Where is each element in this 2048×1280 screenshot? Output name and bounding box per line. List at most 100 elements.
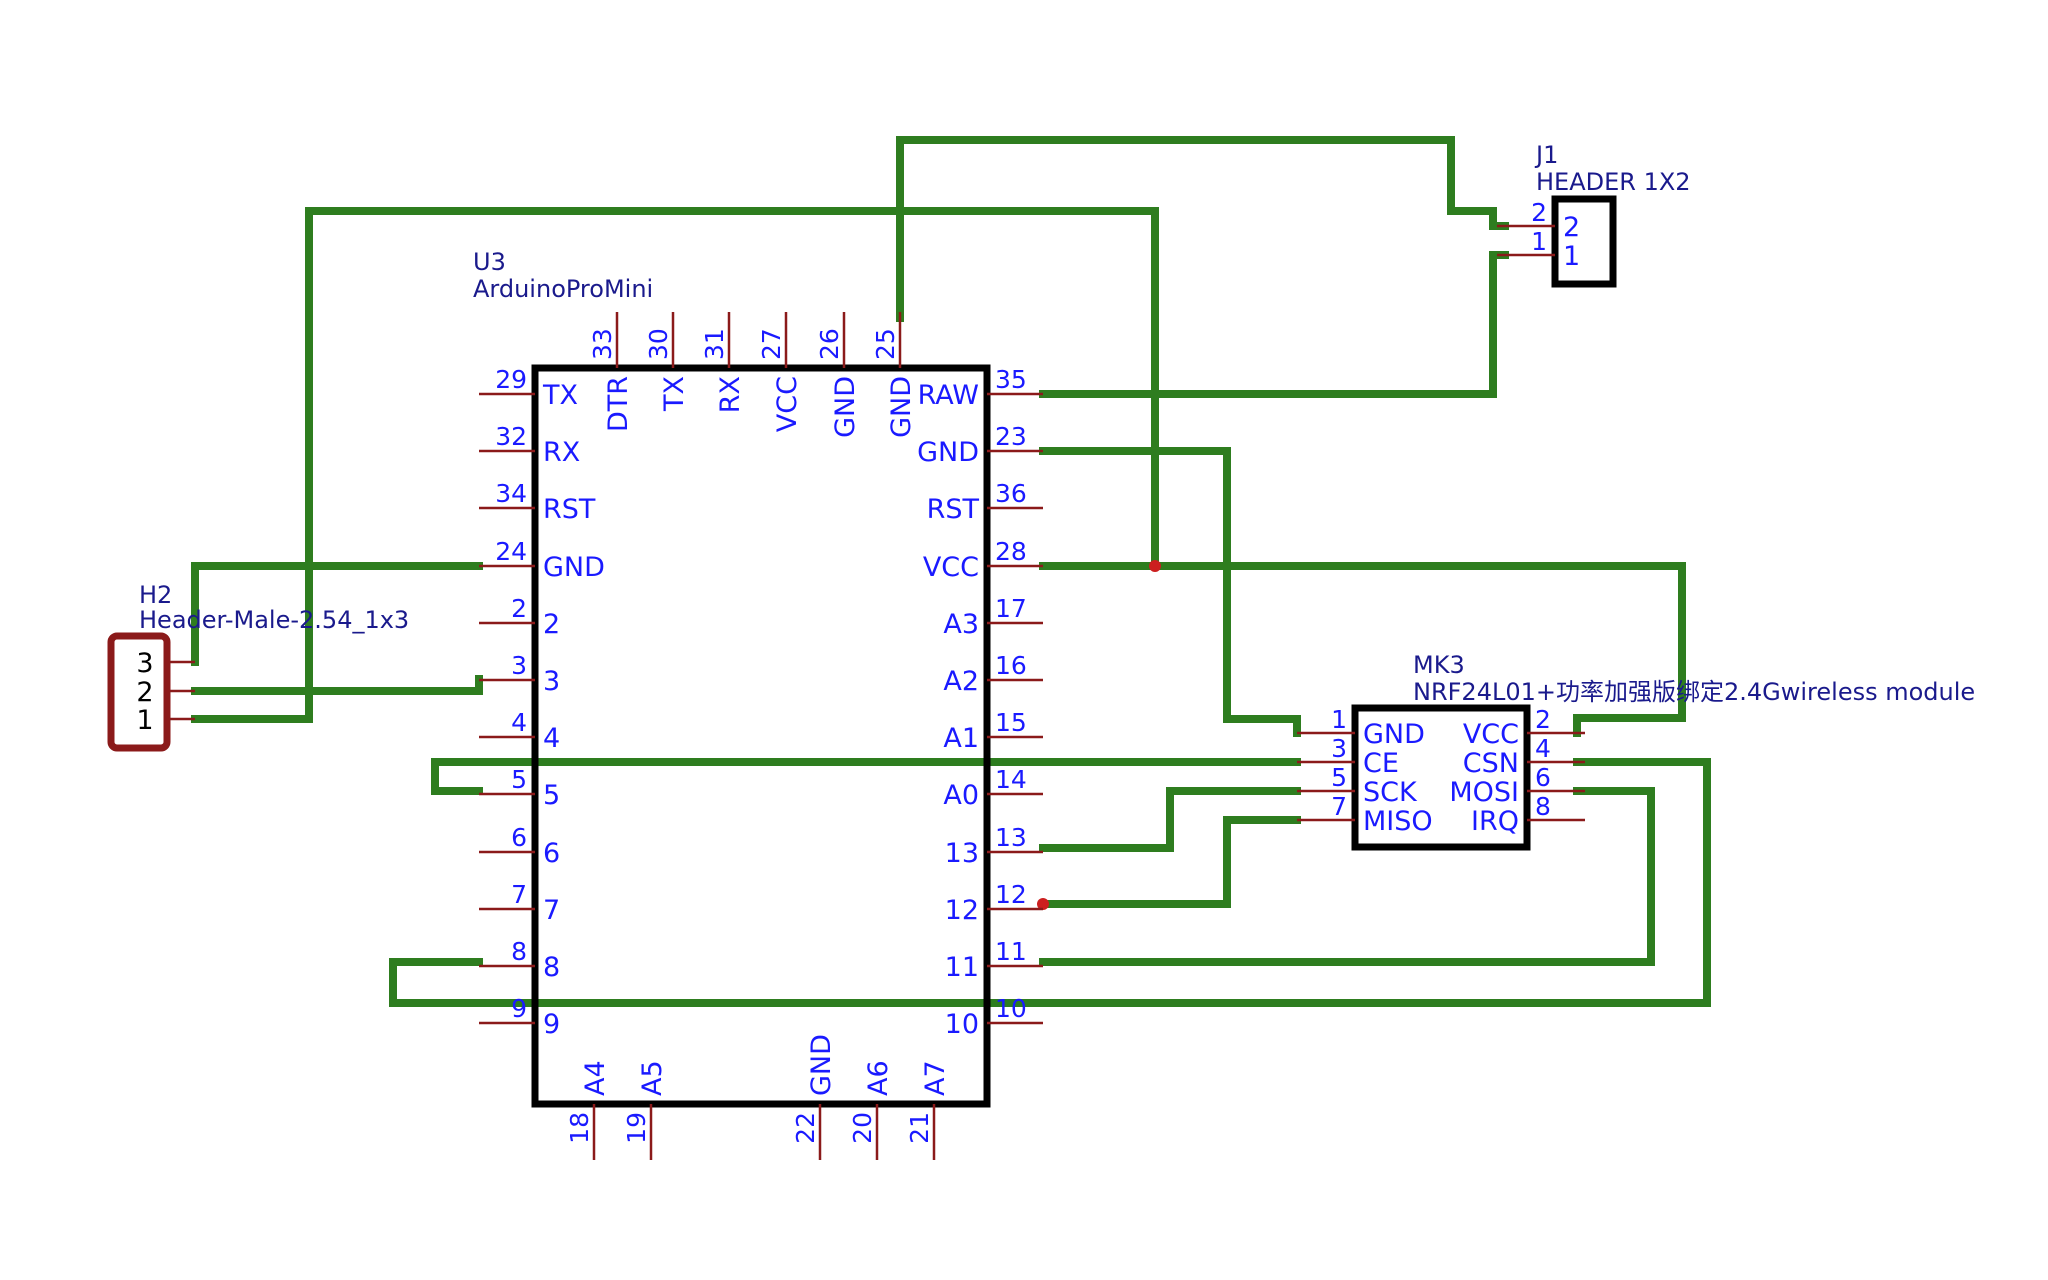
mk3-pin-label-mosi: MOSI (1449, 777, 1519, 808)
wire-pin11-to-mosi[interactable] (1039, 787, 1655, 966)
junction-pin12 (1037, 898, 1049, 910)
u3-pin-number: 20 (848, 1112, 877, 1144)
u3-pin-number: 7 (511, 880, 527, 909)
wires (191, 136, 1711, 1007)
wire-pin12-to-miso[interactable] (1039, 816, 1301, 908)
u3-pin-label-a1: A1 (943, 723, 979, 754)
mk3-pin-label-vcc: VCC (1463, 719, 1519, 750)
u3-ref: U3 (473, 248, 506, 276)
mk3-pin-label-csn: CSN (1463, 748, 1519, 779)
u3-pin-number: 31 (700, 328, 729, 360)
u3-pin-label-gnd: GND (806, 1034, 837, 1096)
u3-pin-label-rst: RST (543, 494, 596, 525)
u3-pin-number: 18 (565, 1112, 594, 1144)
u3-pin-number: 6 (511, 823, 527, 852)
u3-pin-number: 27 (757, 328, 786, 360)
u3-value: ArduinoProMini (473, 275, 653, 303)
u3-pin-label-raw: RAW (918, 380, 979, 411)
u3-pin-label-dtr: DTR (603, 376, 634, 432)
u3-pin-number: 24 (495, 537, 527, 566)
u3-pin-number: 22 (791, 1112, 820, 1144)
mk3-pin-label-sck: SCK (1363, 777, 1418, 808)
u3-pin-number: 30 (644, 328, 673, 360)
u3-pin-number: 21 (905, 1112, 934, 1144)
u3-pin-label-11: 11 (945, 952, 979, 983)
wire-pin3-to-h2-pin2[interactable] (191, 675, 483, 695)
h2-ref: H2 (139, 581, 172, 609)
wire-vcc-to-h2-pin1[interactable] (191, 207, 1159, 723)
u3-pin-label-rst: RST (927, 494, 980, 525)
u3-pin-number: 33 (588, 328, 617, 360)
mk3-pin-label-ce: CE (1363, 748, 1399, 779)
u3-arduino-pro-mini[interactable]: U3 ArduinoProMini 29TX32RX34RST24GND2233… (473, 248, 1043, 1160)
j1-pin-number: 1 (1531, 227, 1547, 256)
j1-body[interactable] (1551, 195, 1617, 288)
u3-pin-label-a5: A5 (637, 1060, 668, 1096)
u3-pin-label-7: 7 (543, 895, 560, 926)
mk3-pin-number: 6 (1535, 763, 1551, 792)
u3-pin-number: 32 (495, 422, 527, 451)
mk3-pin-label-irq: IRQ (1471, 806, 1519, 837)
h2-header[interactable]: H2 Header-Male-2.54_1x3 321 (107, 581, 409, 752)
u3-pin-label-8: 8 (543, 952, 560, 983)
j1-value: HEADER 1X2 (1536, 168, 1691, 196)
u3-pin-number: 26 (815, 328, 844, 360)
u3-pin-number: 8 (511, 937, 527, 966)
u3-pin-number: 14 (995, 765, 1027, 794)
u3-pin-number: 17 (995, 594, 1027, 623)
u3-pin-number: 25 (871, 328, 900, 360)
u3-pin-number: 35 (995, 365, 1027, 394)
mk3-pin-number: 5 (1331, 763, 1347, 792)
wire-gnd-to-mk3[interactable] (1039, 447, 1301, 737)
mk3-pin-number: 2 (1535, 705, 1551, 734)
h2-pin-number: 3 (136, 648, 153, 679)
u3-pin-label-gnd: GND (543, 552, 605, 583)
mk3-pin-number: 8 (1535, 792, 1551, 821)
u3-pin-label-9: 9 (543, 1009, 560, 1040)
u3-pin-label-rx: RX (543, 437, 580, 468)
u3-pin-number: 36 (995, 479, 1027, 508)
mk3-pin-number: 3 (1331, 734, 1347, 763)
wire-pin5-to-ce[interactable] (431, 758, 1301, 795)
wire-raw-to-j1-pin1[interactable] (1039, 251, 1509, 398)
mk3-body[interactable] (1351, 704, 1531, 851)
j1-ref: J1 (1534, 141, 1558, 169)
mk3-ref: MK3 (1413, 651, 1465, 679)
u3-pin-number: 19 (622, 1112, 651, 1144)
wire-vcc-to-mk3[interactable] (1039, 562, 1686, 737)
u3-pin-number: 16 (995, 651, 1027, 680)
u3-pin-label-gnd: GND (886, 376, 917, 438)
wire-pin13-to-sck[interactable] (1039, 787, 1301, 852)
u3-pin-label-13: 13 (945, 838, 979, 869)
mk3-nrf24l01[interactable]: MK3 NRF24L01+功率加强版绑定2.4Gwireless module … (1297, 651, 1975, 851)
u3-pin-number: 3 (511, 651, 527, 680)
u3-pin-label-vcc: VCC (772, 376, 803, 432)
h2-value: Header-Male-2.54_1x3 (139, 606, 409, 634)
u3-pin-number: 11 (995, 937, 1027, 966)
u3-pin-number: 15 (995, 708, 1027, 737)
u3-pin-number: 4 (511, 708, 527, 737)
u3-pin-label-a4: A4 (580, 1060, 611, 1096)
h2-pins: 321 (136, 648, 195, 736)
u3-pin-number: 29 (495, 365, 527, 394)
wire-pin8-to-csn[interactable] (389, 758, 1711, 1007)
h2-pin-number: 1 (136, 705, 153, 736)
wire-gnd25-to-j1-pin2[interactable] (896, 136, 1509, 322)
u3-pin-number: 28 (995, 537, 1027, 566)
u3-pin-label-3: 3 (543, 666, 560, 697)
u3-pin-label-rx: RX (715, 376, 746, 413)
u3-pin-number: 13 (995, 823, 1027, 852)
u3-body[interactable] (531, 364, 991, 1108)
u3-pins: 29TX32RX34RST24GND223344556677889935RAW2… (479, 312, 1043, 1160)
h2-pin-number: 2 (136, 677, 153, 708)
u3-pin-label-tx: TX (659, 376, 690, 412)
u3-pin-label-10: 10 (945, 1009, 979, 1040)
u3-pin-number: 9 (511, 994, 527, 1023)
wire-gnd24-to-h2-pin3[interactable] (191, 562, 483, 666)
u3-pin-label-2: 2 (543, 609, 560, 640)
u3-pin-label-a3: A3 (943, 609, 979, 640)
mk3-pin-number: 1 (1331, 705, 1347, 734)
